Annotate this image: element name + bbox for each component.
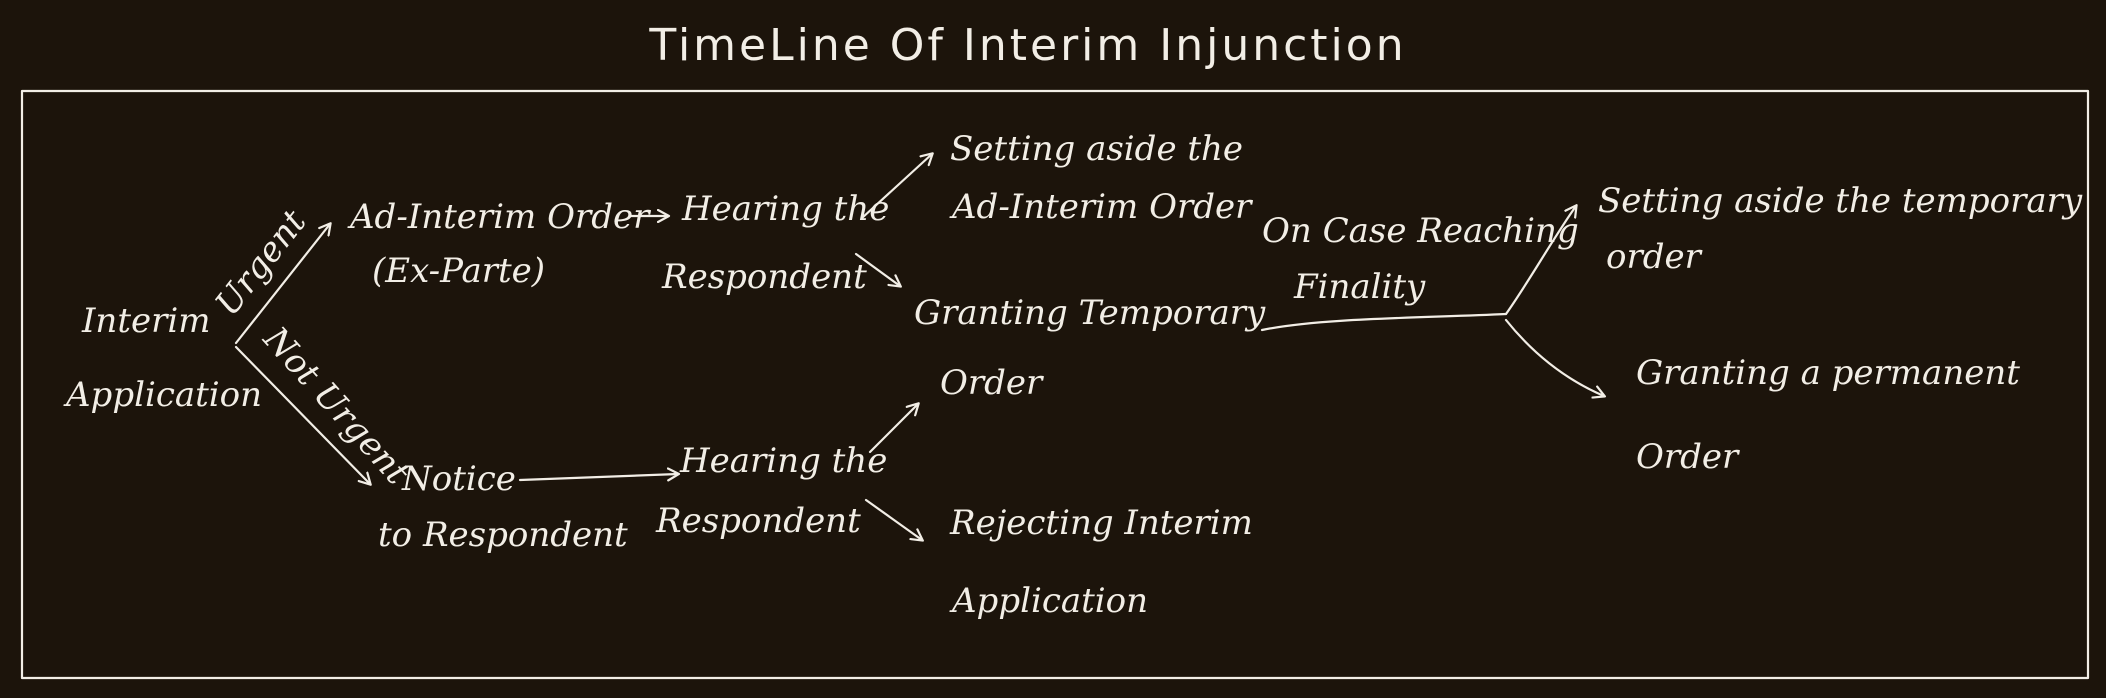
node-interim-application-line2: Application bbox=[63, 375, 262, 415]
node-rejecting-interim-line2: Application bbox=[949, 581, 1148, 621]
node-granting-temporary-line1: Granting Temporary bbox=[914, 293, 1266, 333]
node-on-case-reaching-line1: On Case Reaching bbox=[1262, 211, 1579, 251]
node-interim-application: Interim Application bbox=[63, 301, 262, 415]
node-hearing-top-line1: Hearing the bbox=[681, 189, 889, 229]
node-ad-interim-order-line2: (Ex-Parte) bbox=[372, 251, 545, 291]
node-notice-line2: to Respondent bbox=[378, 515, 628, 555]
node-hearing-bottom: Hearing the Respondent bbox=[655, 441, 887, 541]
arrow-to-granting-permanent bbox=[1504, 318, 1604, 396]
node-granting-temporary-line2: Order bbox=[940, 363, 1044, 403]
edge-label-not-urgent: Not Urgent bbox=[255, 319, 417, 493]
node-notice: Notice to Respondent bbox=[378, 459, 628, 555]
node-rejecting-interim: Rejecting Interim Application bbox=[949, 503, 1253, 621]
node-on-case-reaching: On Case Reaching Finality bbox=[1262, 211, 1579, 307]
node-ad-interim-order-line1: Ad-Interim Order bbox=[347, 197, 651, 237]
arrow-notice-to-hearing bbox=[518, 474, 678, 480]
arrow-urgent bbox=[234, 224, 330, 345]
node-setting-aside-ad-interim-line1: Setting aside the bbox=[950, 129, 1243, 169]
finality-line bbox=[1260, 312, 1508, 332]
node-on-case-reaching-line2: Finality bbox=[1293, 267, 1426, 307]
diagram-title: TimeLine Of Interim Injunction bbox=[648, 20, 1406, 71]
node-setting-aside-temporary-line1: Setting aside the temporary bbox=[1598, 181, 2083, 221]
node-ad-interim-order: Ad-Interim Order (Ex-Parte) bbox=[347, 197, 651, 291]
node-rejecting-interim-line1: Rejecting Interim bbox=[949, 503, 1253, 543]
node-hearing-bottom-line1: Hearing the bbox=[679, 441, 887, 481]
arrow-hearing-bottom-to-rejecting bbox=[864, 498, 922, 540]
node-setting-aside-temporary-line2: order bbox=[1606, 237, 1703, 277]
node-granting-temporary: Granting Temporary Order bbox=[914, 293, 1266, 403]
node-hearing-top-line2: Respondent bbox=[661, 257, 867, 297]
node-setting-aside-ad-interim: Setting aside the Ad-Interim Order bbox=[949, 129, 1253, 227]
node-granting-permanent-line2: Order bbox=[1636, 437, 1740, 477]
arrow-hearing-to-setting-aside-ad-interim bbox=[860, 154, 932, 220]
node-setting-aside-temporary: Setting aside the temporary order bbox=[1598, 181, 2083, 277]
node-granting-permanent-line1: Granting a permanent bbox=[1636, 353, 2020, 393]
node-hearing-bottom-line2: Respondent bbox=[655, 501, 861, 541]
node-setting-aside-ad-interim-line2: Ad-Interim Order bbox=[949, 187, 1253, 227]
arrow-hearing-to-granting-temporary bbox=[854, 252, 900, 286]
arrow-to-setting-aside-temporary bbox=[1504, 206, 1576, 316]
arrow-hearing-bottom-to-granting-temporary bbox=[868, 404, 918, 454]
node-notice-line1: Notice bbox=[401, 459, 516, 499]
node-interim-application-line1: Interim bbox=[81, 301, 210, 341]
node-hearing-top: Hearing the Respondent bbox=[661, 189, 889, 297]
diagram-frame bbox=[20, 89, 2090, 680]
arrow-not-urgent bbox=[234, 345, 370, 484]
node-granting-permanent: Granting a permanent Order bbox=[1636, 353, 2020, 477]
